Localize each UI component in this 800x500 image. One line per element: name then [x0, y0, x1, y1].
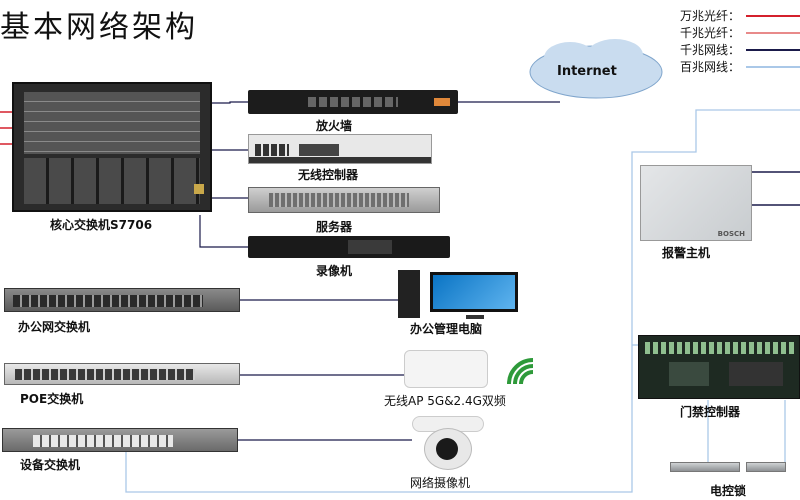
office-pc-tower: [398, 270, 420, 318]
nvr-label: 录像机: [316, 264, 353, 278]
office-switch-device: [4, 288, 240, 312]
legend-item-100m-cable: 百兆网线：: [676, 58, 800, 75]
nvr-device: [248, 236, 450, 258]
wire-100m-run: [125, 109, 800, 493]
ip-camera-device: [412, 416, 484, 470]
device-switch-label: 设备交换机: [20, 458, 81, 472]
wireless-ap-device: [404, 350, 488, 388]
legend-swatch: [746, 32, 800, 34]
wireless-controller-label: 无线控制器: [298, 168, 359, 182]
legend-item-1g-fiber: 千兆光纤：: [676, 24, 800, 41]
page-title: 基本网络架构: [0, 10, 198, 45]
electric-lock-plate: [746, 462, 786, 472]
electric-lock-label: 电控锁: [710, 484, 747, 498]
poe-switch-device: [4, 363, 240, 385]
office-switch-label: 办公网交换机: [18, 320, 91, 334]
poe-switch-label: POE交换机: [20, 392, 84, 406]
alarm-brand: BOSCH: [717, 230, 745, 238]
core-switch-label: 核心交换机S7706: [50, 218, 153, 232]
alarm-host-label: 报警主机: [662, 246, 711, 260]
ip-camera-label: 网络摄像机: [410, 476, 471, 490]
wireless-controller-device: [248, 134, 432, 164]
legend-label: 百兆网线：: [680, 60, 741, 74]
legend-item-1g-cable: 千兆网线：: [676, 41, 800, 58]
device-switch-device: [2, 428, 238, 452]
office-pc-label: 办公管理电脑: [410, 322, 483, 336]
core-switch-chassis: [12, 82, 212, 212]
firewall-label: 放火墙: [316, 119, 353, 133]
legend-swatch: [746, 49, 800, 51]
access-controller-label: 门禁控制器: [680, 405, 741, 419]
internet-label: Internet: [557, 64, 617, 79]
legend-swatch: [746, 66, 800, 68]
internet-cloud: [529, 39, 663, 99]
wifi-signal-icon: [504, 356, 544, 386]
firewall-device: [248, 90, 458, 114]
access-controller-device: [638, 335, 800, 399]
legend-item-10g-fiber: 万兆光纤：: [676, 7, 800, 24]
server-device: [248, 187, 440, 213]
server-label: 服务器: [316, 220, 353, 234]
legend-label: 千兆网线：: [680, 43, 741, 57]
legend-label: 万兆光纤：: [680, 9, 741, 23]
monitor-stand: [466, 315, 484, 319]
legend-swatch: [746, 15, 800, 17]
wire-core-nvr: [199, 215, 248, 248]
alarm-host-device: BOSCH: [640, 165, 752, 241]
office-pc-monitor: [430, 272, 518, 312]
electric-lock-magnet: [670, 462, 740, 472]
legend-label: 千兆光纤：: [680, 26, 741, 40]
wire-core-firewall: [200, 101, 248, 104]
wireless-ap-label: 无线AP 5G&2.4G双频: [384, 394, 506, 408]
